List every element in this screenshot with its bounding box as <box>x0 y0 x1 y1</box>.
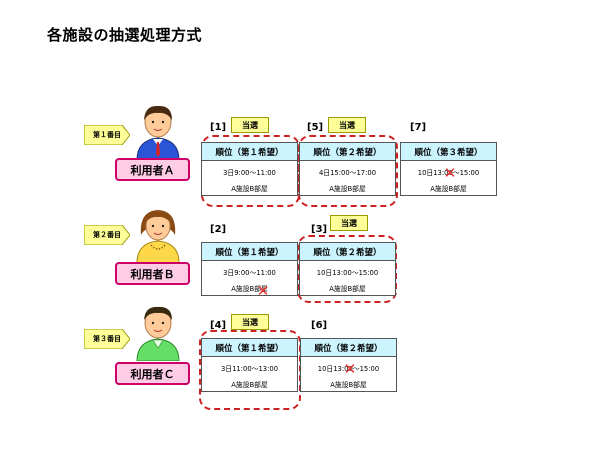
choice-card: 順位（第２希望） 10日13:00～15:00 A施設B部屋 ✕ <box>300 338 397 392</box>
card-time: 10日13:00～15:00 <box>316 269 379 277</box>
card-header: 順位（第２希望） <box>300 243 395 261</box>
choice-number: [2] <box>210 224 227 235</box>
user-badge-a: 利用者Ａ <box>115 158 190 181</box>
card-header: 順位（第２希望） <box>301 339 396 357</box>
choice-card: 順位（第１希望） 3日9:00～11:00 A施設B部屋 ✕ <box>201 242 298 300</box>
user-row-c: 第３番目 利用者Ｃ [4] 当選 順位（第１希望） 3日11:00～13:00 … <box>0 300 600 410</box>
choice-card: 順位（第１希望） 3日11:00～13:00 A施設B部屋 <box>201 338 298 392</box>
card-time: 3日9:00～11:00 <box>223 169 276 177</box>
won-tag: 当選 <box>231 117 269 133</box>
woman-yellow-dress-icon <box>136 210 180 263</box>
card-header: 順位（第３希望） <box>401 143 496 161</box>
user-row-b: 第２番目 利用者Ｂ [2] 順位（第１希望） 3日9:00～11:00 A施設B… <box>0 205 600 315</box>
choice-number: [3] <box>311 224 328 235</box>
reject-x-icon: ✕ <box>256 282 270 300</box>
page-title: 各施設の抽選処理方式 <box>47 26 203 44</box>
choice-card: 順位（第２希望） 4日15:00～17:00 A施設B部屋 <box>299 142 396 196</box>
winning-outline <box>297 235 397 303</box>
user-badge-c: 利用者Ｃ <box>115 362 190 385</box>
choice-card: 順位（第２希望） 10日13:00～15:00 A施設B部屋 <box>299 242 396 296</box>
card-room: A施設B部屋 <box>329 285 366 293</box>
choice-number: [4] <box>210 320 227 331</box>
card-time: 3日11:00～13:00 <box>220 365 279 373</box>
choice-number: [5] <box>307 122 324 133</box>
reject-x-icon: ✕ <box>343 360 357 378</box>
order-tag: 第１番目 <box>84 125 130 145</box>
choice-number: [7] <box>410 122 427 133</box>
man-green-shirt-icon <box>136 306 180 361</box>
card-header: 順位（第２希望） <box>300 143 395 161</box>
reject-x-icon: ✕ <box>443 164 457 182</box>
card-room: A施設B部屋 <box>231 185 268 193</box>
won-tag: 当選 <box>328 117 366 133</box>
card-header: 順位（第１希望） <box>202 339 297 357</box>
man-blue-suit-icon <box>136 105 180 160</box>
card-room: A施設B部屋 <box>231 381 268 389</box>
choice-card: 順位（第１希望） 3日9:00～11:00 A施設B部屋 <box>201 142 298 196</box>
card-header: 順位（第１希望） <box>202 143 297 161</box>
card-time: 3日9:00～11:00 <box>223 269 276 277</box>
won-tag: 当選 <box>231 314 269 330</box>
card-room: A施設B部屋 <box>329 185 366 193</box>
order-tag: 第２番目 <box>84 225 130 245</box>
choice-card: 順位（第３希望） 10日13:00～15:00 A施設B部屋 ✕ <box>400 142 497 196</box>
card-header: 順位（第１希望） <box>202 243 297 261</box>
card-room: A施設B部屋 <box>231 285 268 293</box>
won-tag: 当選 <box>330 215 368 231</box>
card-time: 10日13:00～15:00 <box>317 365 380 373</box>
order-tag: 第３番目 <box>84 329 130 349</box>
card-room: A施設B部屋 <box>330 381 367 389</box>
card-time: 10日13:00～15:00 <box>417 169 480 177</box>
choice-number: [1] <box>210 122 227 133</box>
choice-number: [6] <box>311 320 328 331</box>
card-room: A施設B部屋 <box>430 185 467 193</box>
user-row-a: 第１番目 利用者Ａ [1] 当選 順位（第１希望） 3日9:00～11:00 A… <box>0 100 600 210</box>
user-badge-b: 利用者Ｂ <box>115 262 190 285</box>
card-time: 4日15:00～17:00 <box>318 169 377 177</box>
